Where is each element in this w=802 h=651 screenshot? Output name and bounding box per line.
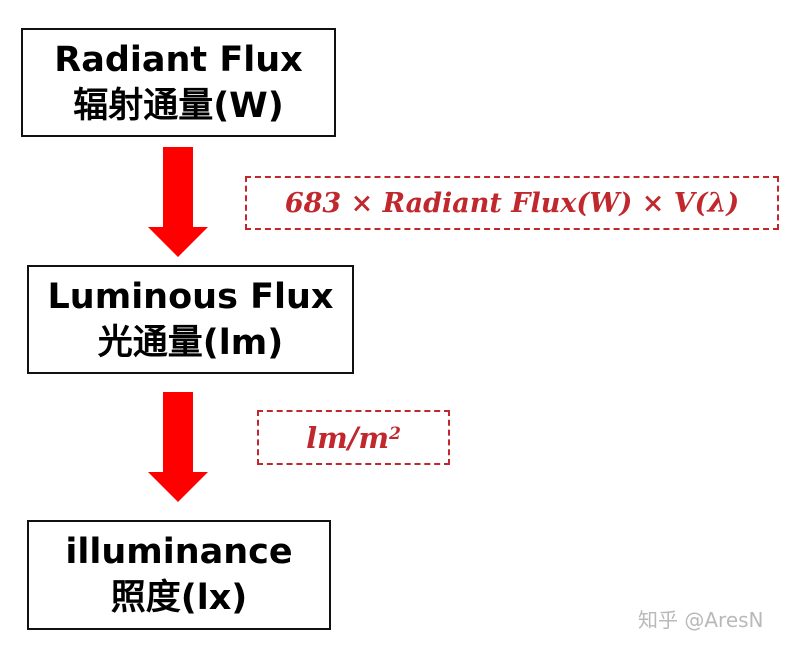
down-arrow-icon (148, 147, 208, 257)
luminous-flux-unit-label: 光通量(lm) (97, 322, 284, 363)
illuminance-label: illuminance (65, 532, 293, 572)
radiant-flux-label: Radiant Flux (54, 39, 303, 80)
radiant-to-luminous-formula: 683 × Radiant Flux(W) × V(λ) (245, 176, 779, 230)
illuminance-unit-label: 照度(lx) (110, 578, 248, 618)
radiant-flux-box: Radiant Flux 辐射通量(W) (21, 28, 336, 137)
formula-base: lm/m (306, 420, 390, 455)
down-arrow-icon (148, 392, 208, 502)
watermark-text: 知乎 @AresN (638, 608, 764, 632)
luminous-flux-box: Luminous Flux 光通量(lm) (27, 265, 354, 374)
formula-exponent: 2 (389, 423, 401, 444)
radiant-flux-unit-label: 辐射通量(W) (73, 85, 284, 126)
luminous-flux-label: Luminous Flux (47, 276, 334, 317)
illuminance-box: illuminance 照度(lx) (27, 520, 331, 630)
